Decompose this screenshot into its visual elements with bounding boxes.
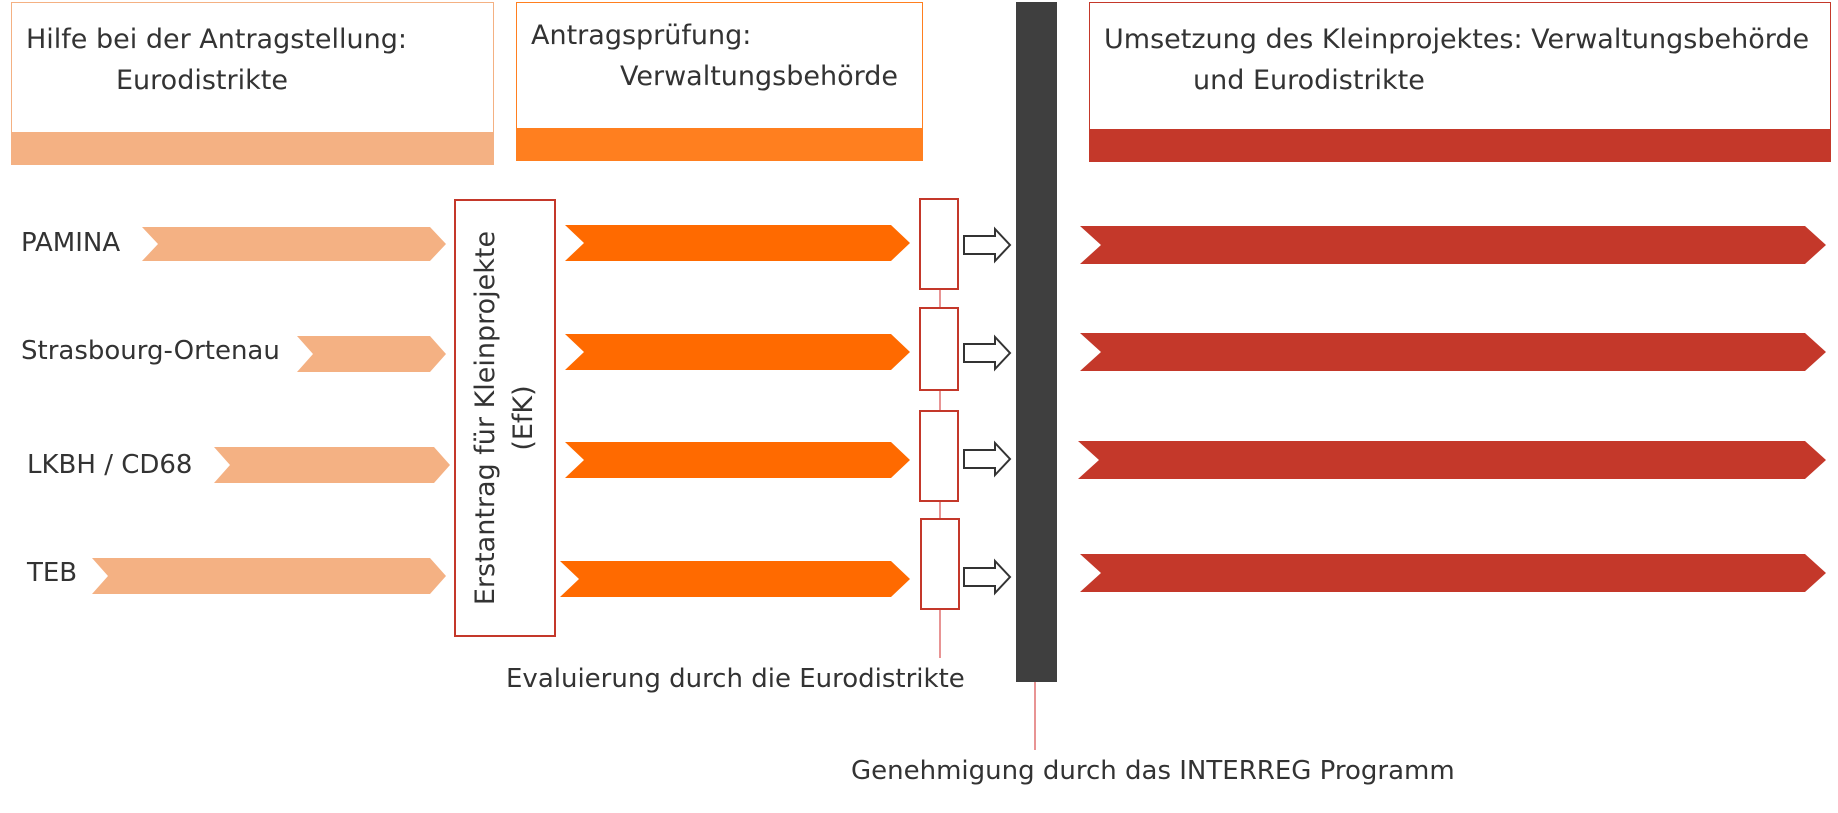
efk-box — [454, 199, 556, 637]
outline-arrow-2 — [963, 334, 1012, 372]
chevron-orange-2 — [565, 334, 910, 370]
evaluation-box-4 — [920, 518, 960, 610]
chevron-light-lkbh — [214, 447, 450, 483]
header-box-antragspruefung: Antragsprüfung: Verwaltungsbehörde — [516, 2, 923, 161]
evaluation-box-3 — [919, 410, 959, 502]
evaluation-label: Evaluierung durch die Eurodistrikte — [506, 664, 965, 694]
header-title-line1: Antragsprüfung: — [531, 20, 752, 51]
efk-title-line1: Erstantrag für Kleinprojekte — [470, 230, 501, 606]
efk-title-line2: (EfK) — [508, 385, 539, 451]
chevron-orange-4 — [560, 561, 910, 597]
district-label-teb: TEB — [27, 558, 78, 588]
evaluation-box-1 — [919, 198, 959, 290]
header-box-umsetzung: Umsetzung des Kleinprojektes: Verwaltung… — [1089, 2, 1831, 162]
chevron-light-strasbourg — [297, 336, 446, 372]
outline-arrow-3 — [963, 440, 1012, 478]
header-title-line1: Umsetzung des Kleinprojektes: Verwaltung… — [1104, 24, 1810, 55]
header-color-bar — [12, 132, 493, 164]
chevron-light-teb — [92, 558, 446, 594]
approval-label: Genehmigung durch das INTERREG Programm — [851, 756, 1455, 786]
chevron-red-1 — [1080, 226, 1826, 264]
efk-box-text: Erstantrag für Kleinprojekte (EfK) — [455, 200, 555, 636]
district-label-lkbh-cd68: LKBH / CD68 — [27, 450, 193, 480]
chevron-orange-3 — [565, 442, 910, 478]
header-title-line1: Hilfe bei der Antragstellung: — [26, 24, 407, 55]
header-color-bar — [517, 128, 922, 160]
chevron-red-3 — [1078, 441, 1826, 479]
chevron-orange-1 — [565, 225, 910, 261]
approval-bar — [1016, 2, 1057, 682]
chevron-red-2 — [1080, 333, 1826, 371]
district-label-pamina: PAMINA — [21, 228, 121, 258]
district-label-strasbourg-ortenau: Strasbourg-Ortenau — [21, 336, 280, 366]
header-box-antragstellung: Hilfe bei der Antragstellung: Eurodistri… — [11, 2, 494, 165]
chevron-light-pamina — [142, 227, 446, 261]
header-color-bar — [1090, 129, 1830, 161]
header-title-line2: Eurodistrikte — [116, 65, 288, 96]
chevron-red-4 — [1080, 554, 1826, 592]
header-title-line2: Verwaltungsbehörde — [620, 61, 898, 92]
header-title-line2: und Eurodistrikte — [1193, 65, 1425, 96]
outline-arrow-1 — [963, 226, 1012, 264]
outline-arrow-4 — [963, 558, 1012, 596]
evaluation-box-2 — [919, 307, 959, 391]
